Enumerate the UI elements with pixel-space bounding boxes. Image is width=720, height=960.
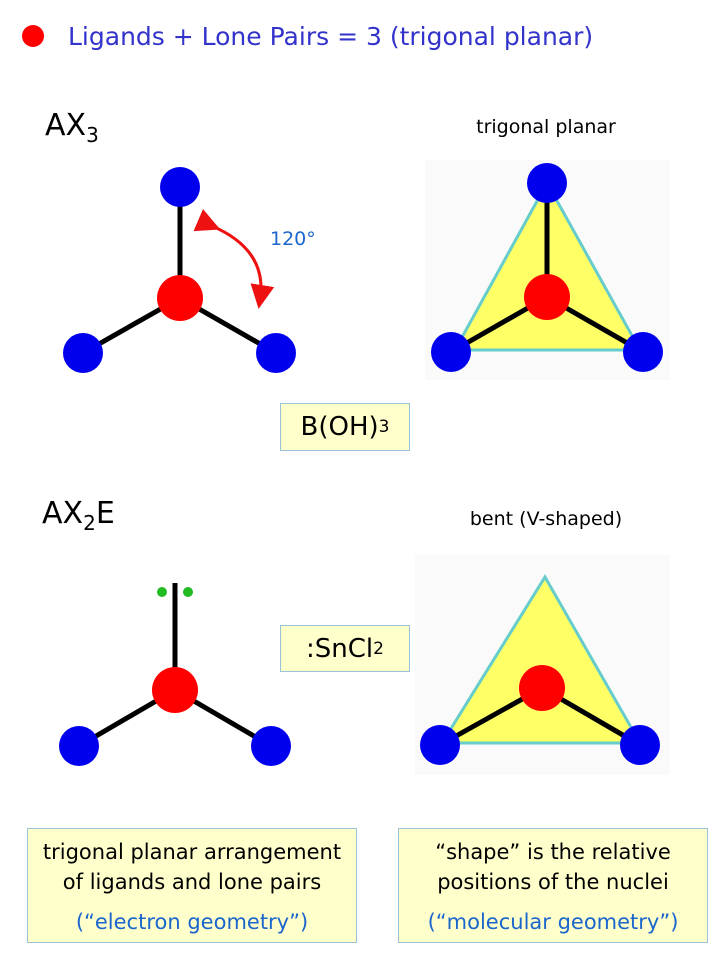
note-line: positions of the nuclei	[437, 870, 669, 894]
note-line: trigonal planar arrangement	[42, 840, 342, 864]
note-line: “shape” is the relative	[435, 840, 671, 864]
molecular-geometry-note: “shape” is the relative positions of the…	[398, 828, 708, 943]
ax3-label: AX3	[45, 108, 99, 147]
slide-title: Ligands + Lone Pairs = 3 (trigonal plana…	[68, 22, 594, 51]
trigonal-planar-molecule	[425, 160, 670, 380]
bent-molecule	[415, 555, 670, 775]
note-term: (“molecular geometry”)	[427, 910, 679, 934]
electron-geometry-note: trigonal planar arrangement of ligands a…	[27, 828, 357, 943]
bent-caption: bent (V-shaped)	[469, 508, 623, 530]
note-term: (“electron geometry”)	[75, 910, 309, 934]
note-line: of ligands and lone pairs	[62, 870, 322, 894]
angle-arrow	[193, 209, 275, 309]
bullet-icon	[22, 25, 44, 47]
lone-pair-dot	[157, 587, 167, 597]
angle-label: 120°	[270, 228, 316, 250]
lone-pair-dot	[183, 587, 193, 597]
ax2e-molecule	[59, 583, 291, 766]
ax3-molecule	[63, 167, 296, 373]
trigonal-planar-caption: trigonal planar	[476, 116, 616, 138]
ax2e-label: AX2E	[42, 496, 115, 535]
example-boh3: B(OH)3	[280, 403, 410, 451]
